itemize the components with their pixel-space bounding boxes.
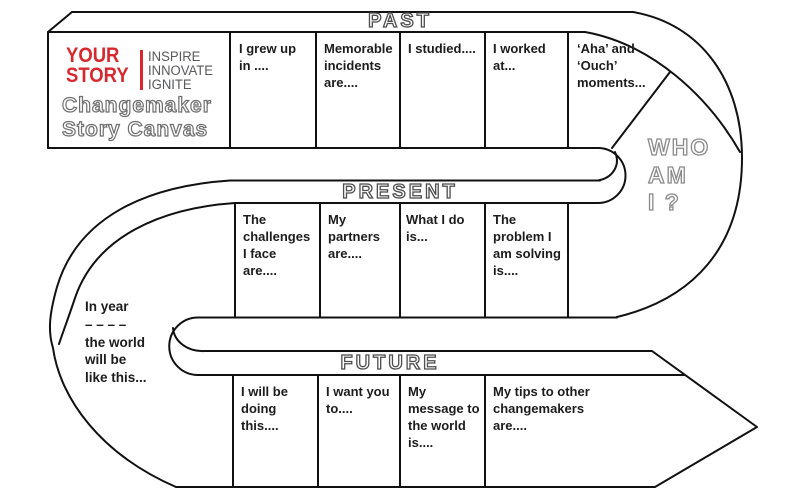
cell-grew-up: I grew up in .... <box>239 41 297 74</box>
cell-aha-ouch: ‘Aha’ and ‘Ouch’ moments... <box>577 41 646 91</box>
cell-doing-this: I will be doing this.... <box>241 384 288 434</box>
past-diagonal-border <box>611 71 671 149</box>
future-outline-and-arrow <box>175 350 758 488</box>
who-am-i-text: WHO AM I ? <box>647 133 711 216</box>
present-column-borders <box>234 202 569 319</box>
cell-tips-changemakers: My tips to other changemakers are.... <box>493 384 590 434</box>
left-slot-cap <box>168 316 199 376</box>
past-label: PAST <box>367 9 432 32</box>
cell-studied: I studied.... <box>408 41 476 56</box>
cell-worked-at: I worked at... <box>493 41 546 74</box>
cell-message-world: My message to the world is.... <box>408 384 480 451</box>
in-year-text: In year – – – – the world will be like t… <box>85 299 147 386</box>
brand-divider-bar <box>140 50 143 90</box>
present-header-bottom-and-left-inner-curve <box>58 202 599 345</box>
cell-challenges: The challenges I face are.... <box>243 212 311 279</box>
canvas-title: Changemaker Story Canvas <box>61 93 212 142</box>
left-slot-fold <box>172 327 206 353</box>
past-column-borders <box>229 31 569 149</box>
future-label: FUTURE <box>340 351 440 374</box>
present-label: PRESENT <box>342 180 458 203</box>
brand-wordmark: YOUR STORY <box>66 44 129 87</box>
cell-problem-solving: The problem I am solving is.... <box>493 212 561 279</box>
right-slot-cap <box>597 147 627 204</box>
cell-what-i-do: What I do is... <box>406 212 465 245</box>
cell-partners: My partners are.... <box>328 212 381 262</box>
cell-memorable-incidents: Memorable incidents are.... <box>324 41 393 91</box>
right-slot-fold <box>597 151 618 182</box>
present-header-top-and-left-outer-curve <box>48 179 601 488</box>
cell-want-you-to: I want you to.... <box>326 384 390 417</box>
past-top-edge-and-right-outer-arc <box>71 11 743 318</box>
brand-tagline: INSPIRE INNOVATE IGNITE <box>148 49 214 93</box>
future-column-borders <box>232 374 486 488</box>
